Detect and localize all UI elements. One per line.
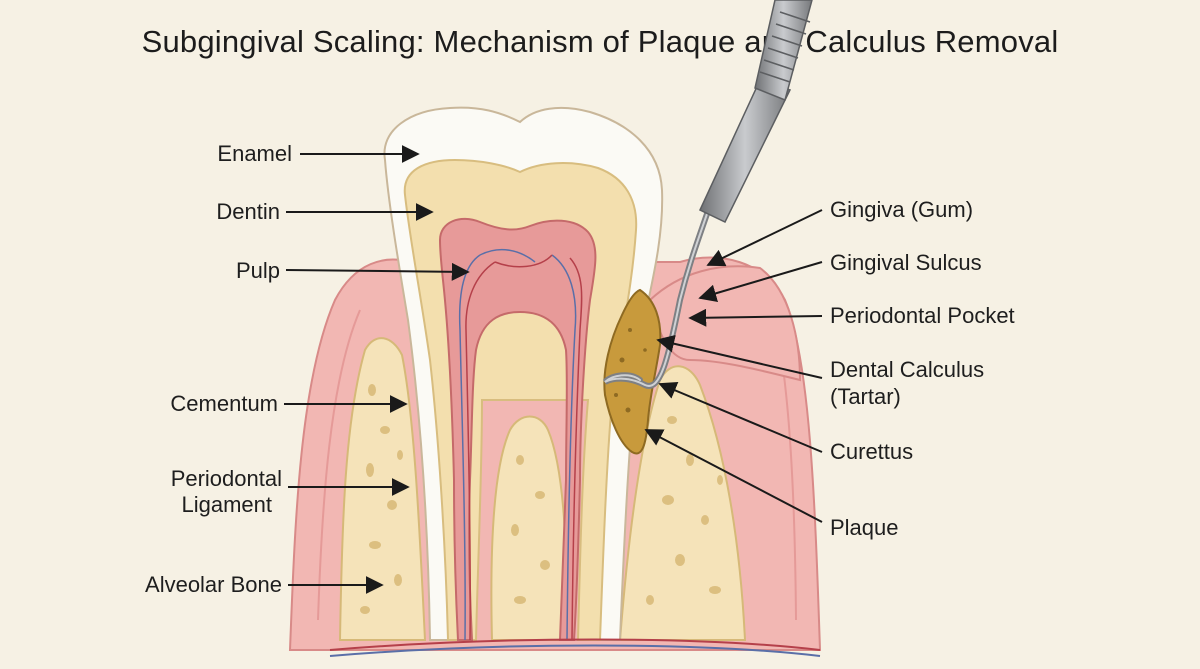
bone-trabeculae bbox=[360, 384, 723, 614]
arrow-pulp bbox=[285, 262, 470, 281]
label-periodontal-ligament-line1: Periodontal bbox=[170, 466, 282, 491]
vessel-bottom bbox=[329, 638, 821, 651]
arrow-gingival-sulcus bbox=[698, 261, 823, 303]
gingiva-inner-line bbox=[317, 309, 361, 621]
interradicular-bone bbox=[490, 415, 568, 641]
label-plaque: Plaque bbox=[830, 515, 899, 540]
label-alveolar-bone: Alveolar Bone bbox=[145, 572, 282, 597]
label-enamel: Enamel bbox=[217, 141, 292, 166]
gingiva-flap-right bbox=[648, 265, 802, 382]
arrow-plaque bbox=[644, 429, 823, 523]
label-dental-calculus-line2: (Tartar) bbox=[830, 384, 901, 409]
arrow-gingiva bbox=[706, 209, 823, 267]
label-cementum: Cementum bbox=[170, 391, 278, 416]
pulp-chamber bbox=[438, 217, 597, 641]
label-gingiva: Gingiva (Gum) bbox=[830, 197, 974, 222]
arrow-curettus bbox=[658, 381, 823, 453]
label-gingival-sulcus: Gingival Sulcus bbox=[830, 250, 982, 275]
label-periodontal-ligament-line2: Ligament bbox=[181, 492, 272, 517]
vessel-bottom-blue bbox=[329, 644, 821, 657]
interradicular-trabeculae bbox=[511, 455, 550, 604]
page-title: Subgingival Scaling: Mechanism of Plaque… bbox=[141, 24, 1059, 59]
label-curettus: Curettus bbox=[830, 439, 914, 464]
label-pulp: Pulp bbox=[235, 258, 280, 283]
label-dental-calculus-line1: Dental Calculus bbox=[830, 357, 985, 382]
arrow-dental-calculus bbox=[656, 334, 823, 379]
arrow-periodontal-pocket bbox=[688, 308, 823, 327]
alveolar-bone-left bbox=[338, 337, 427, 641]
label-dentin: Dentin bbox=[216, 199, 280, 224]
label-periodontal-pocket: Periodontal Pocket bbox=[830, 303, 1015, 328]
curette-instrument bbox=[602, 0, 813, 389]
